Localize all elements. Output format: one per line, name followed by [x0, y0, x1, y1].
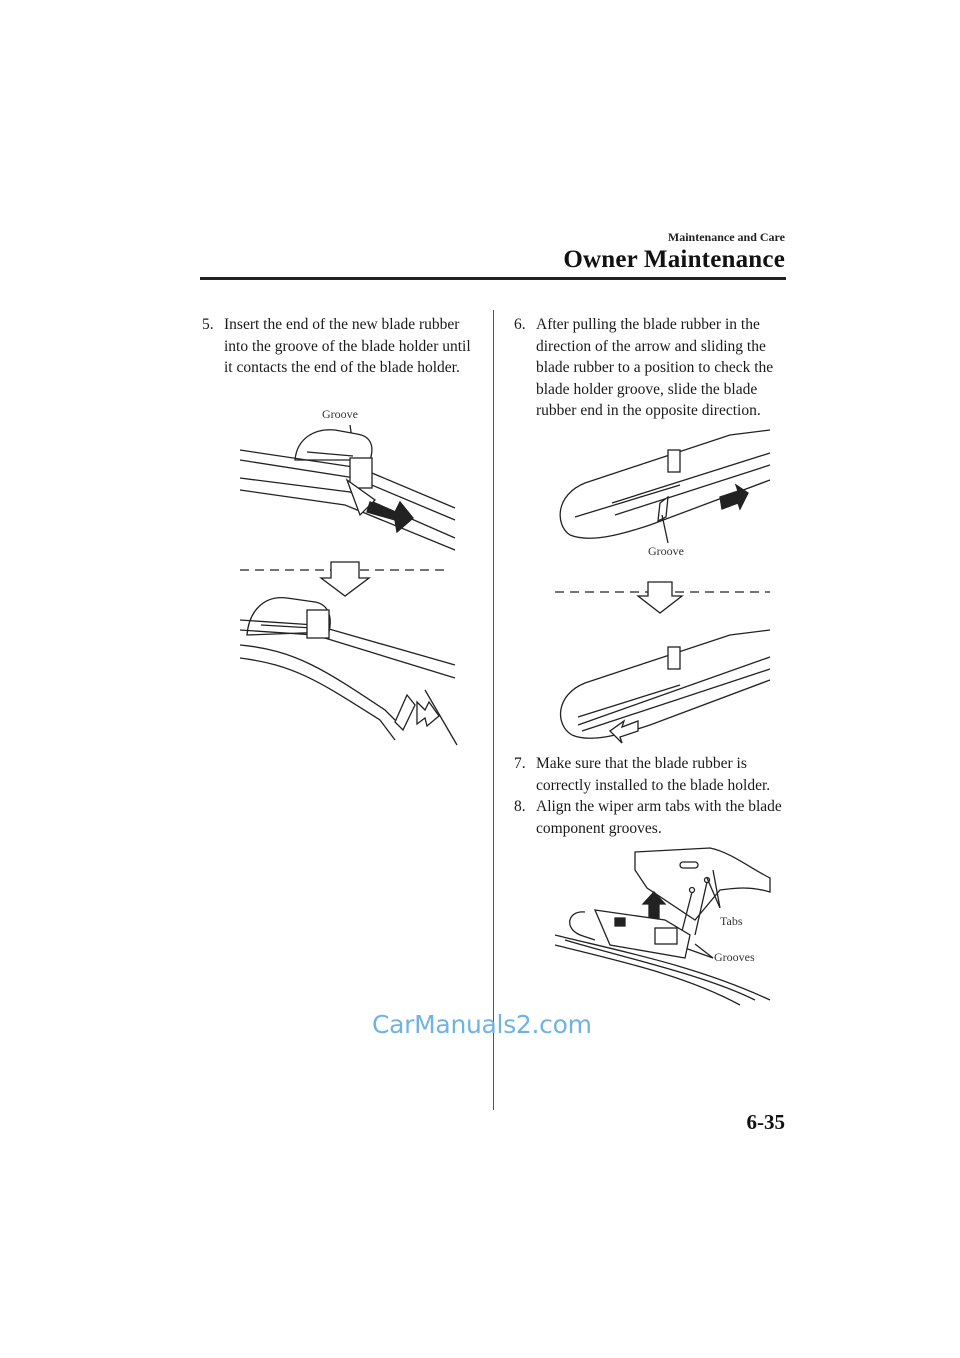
step-number: 8.: [514, 798, 526, 815]
grooves-label: Grooves: [714, 950, 755, 964]
figure-blade-insert: [239, 424, 458, 746]
watermark-link[interactable]: CarManuals2.com: [372, 1010, 592, 1039]
step-number: 7.: [514, 755, 526, 772]
step-6: 6. After pulling the blade rubber in the…: [514, 314, 794, 422]
step-8: 8. Align the wiper arm tabs with the bla…: [514, 796, 796, 839]
figure-arm-tabs: [554, 847, 771, 1006]
step-text: After pulling the blade rubber in the di…: [536, 316, 774, 420]
step-7: 7. Make sure that the blade rubber is co…: [514, 753, 796, 796]
step-number: 6.: [514, 316, 526, 333]
tabs-label: Tabs: [720, 914, 743, 928]
page-number: 6-35: [746, 1110, 786, 1134]
step-5: 5. Insert the end of the new blade rubbe…: [202, 314, 482, 379]
groove-label: Groove: [648, 544, 684, 558]
step-text: Make sure that the blade rubber is corre…: [536, 755, 771, 794]
step-text: Align the wiper arm tabs with the blade …: [536, 798, 782, 837]
step-number: 5.: [202, 316, 214, 333]
groove-label: Groove: [322, 407, 358, 421]
figure-blade-slide: [555, 429, 771, 744]
section-title: Maintenance and Care: [667, 230, 785, 244]
chapter-title: Owner Maintenance: [563, 246, 785, 273]
header-rule: [200, 277, 786, 280]
step-text: Insert the end of the new blade rubber i…: [224, 316, 471, 377]
column-divider: [493, 310, 494, 1110]
